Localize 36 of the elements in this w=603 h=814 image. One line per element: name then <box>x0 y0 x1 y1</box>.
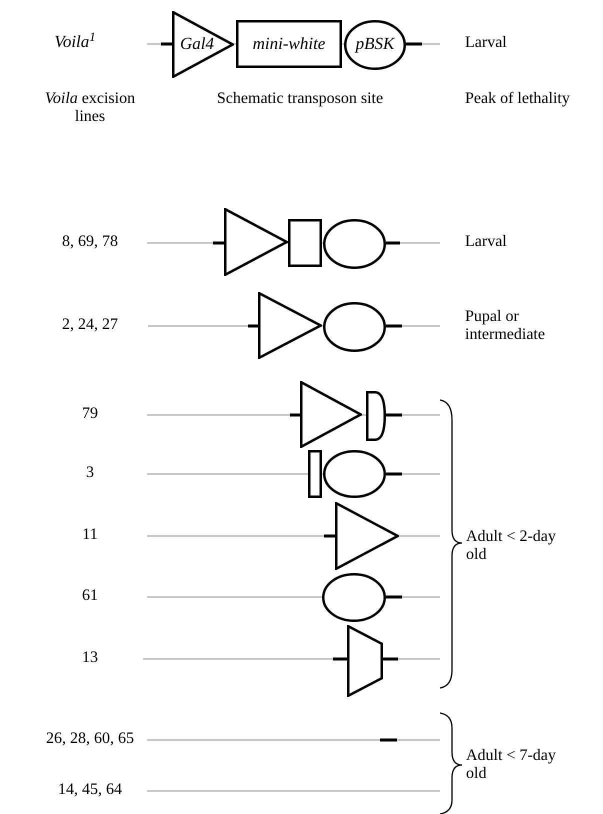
oval-element <box>344 20 406 70</box>
text-label: Larval <box>465 233 508 251</box>
text-label: Voila excision lines <box>44 90 136 126</box>
element-label: mini-white <box>252 34 326 54</box>
text-label: Pupal or intermediate <box>465 308 546 344</box>
triangle-element <box>258 292 322 359</box>
text-label: 8, 69, 78 <box>61 233 119 251</box>
text-label: 2, 24, 27 <box>61 316 119 334</box>
text-label: 61 <box>81 587 99 605</box>
text-label: Adult < 2-day old <box>466 528 557 564</box>
rectangle-element <box>308 450 322 498</box>
text-label: Voila$^{1}$ <box>53 33 97 51</box>
triangle-element <box>335 502 399 570</box>
element-label: pBSK <box>354 34 396 54</box>
text-label: 26, 28, 60, 65 <box>45 730 135 748</box>
oval-element <box>323 450 386 498</box>
trapezoid-element <box>347 625 383 697</box>
element-label: Gal4 <box>180 34 214 54</box>
rectangle-element <box>236 20 342 68</box>
text-label: 3 <box>85 464 95 482</box>
text-label: Schematic transposon site <box>216 90 384 108</box>
oval-element <box>323 302 386 352</box>
oval-element <box>322 573 386 622</box>
text-label: 11 <box>81 526 99 544</box>
text-label: 13 <box>81 649 99 667</box>
text-label: Larval <box>465 34 508 52</box>
text-label: Peak of lethality <box>465 90 571 108</box>
text-label: Adult < 7-day old <box>466 747 557 783</box>
triangle-element <box>224 208 288 276</box>
triangle-element <box>172 11 234 78</box>
triangle-element <box>300 381 362 448</box>
text-label: 79 <box>81 405 99 423</box>
rectangle-element <box>288 219 322 267</box>
text-label: 14, 45, 64 <box>57 781 123 799</box>
oval-element <box>323 219 386 269</box>
half-oval-element <box>366 391 386 441</box>
